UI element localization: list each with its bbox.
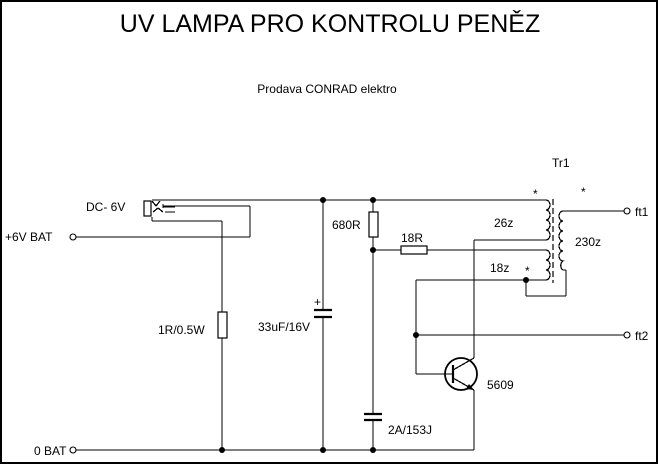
dc-jack-label: DC- 6V [86,200,125,214]
capacitor-plus-mark: + [314,295,321,309]
junction-dot [413,332,419,338]
wires [76,199,625,451]
capacitor-2a153j[interactable] [364,412,382,422]
primary-winding-label: 26z [494,216,513,230]
junction-dot [320,197,326,203]
polarity-mark-primary: * [533,187,538,201]
polarity-mark-secondary: * [581,185,586,199]
resistor-18r-label: 18R [401,231,423,245]
resistor-1r-label: 1R/0.5W [158,323,205,337]
diagram-subtitle: Prodava CONRAD elektro [257,82,397,96]
transistor-label: 5609 [487,378,514,392]
junction-dot [370,447,376,453]
junction-dot [523,277,529,283]
feedback-winding-label: 18z [490,261,509,275]
dc-jack[interactable] [143,200,175,217]
capacitor-2a153j-label: 2A/153J [388,423,432,437]
ft2-label: ft2 [635,329,649,343]
junction-dots [219,197,529,453]
ft1-label: ft1 [635,205,649,219]
transistor-5609[interactable] [444,357,478,391]
junction-dot [370,247,376,253]
transformer-tr1[interactable] [545,199,566,283]
terminal-ft2[interactable] [623,331,631,339]
junction-dot [370,197,376,203]
resistor-1r[interactable] [217,311,228,339]
junction-dot [320,447,326,453]
secondary-winding [558,210,566,271]
secondary-winding-label: 230z [575,235,601,249]
polarity-mark-feedback: * [525,264,530,278]
resistor-680r[interactable] [368,211,379,238]
capacitor-33uf[interactable] [314,308,332,319]
terminal-zero-bat[interactable] [69,446,77,454]
terminal-ft1[interactable] [623,207,631,215]
feedback-winding [545,249,551,281]
transformer-label: Tr1 [552,156,570,170]
primary-winding [545,199,551,241]
plus-bat-label: +6V BAT [5,230,53,244]
resistor-680r-label: 680R [332,218,361,232]
terminal-plus-bat[interactable] [69,233,77,241]
junction-dot [219,447,225,453]
diagram-title: UV LAMPA PRO KONTROLU PENĚZ [120,9,540,38]
zero-bat-label: 0 BAT [34,444,67,458]
resistor-18r[interactable] [400,245,428,255]
capacitor-33uf-label: 33uF/16V [258,320,310,334]
